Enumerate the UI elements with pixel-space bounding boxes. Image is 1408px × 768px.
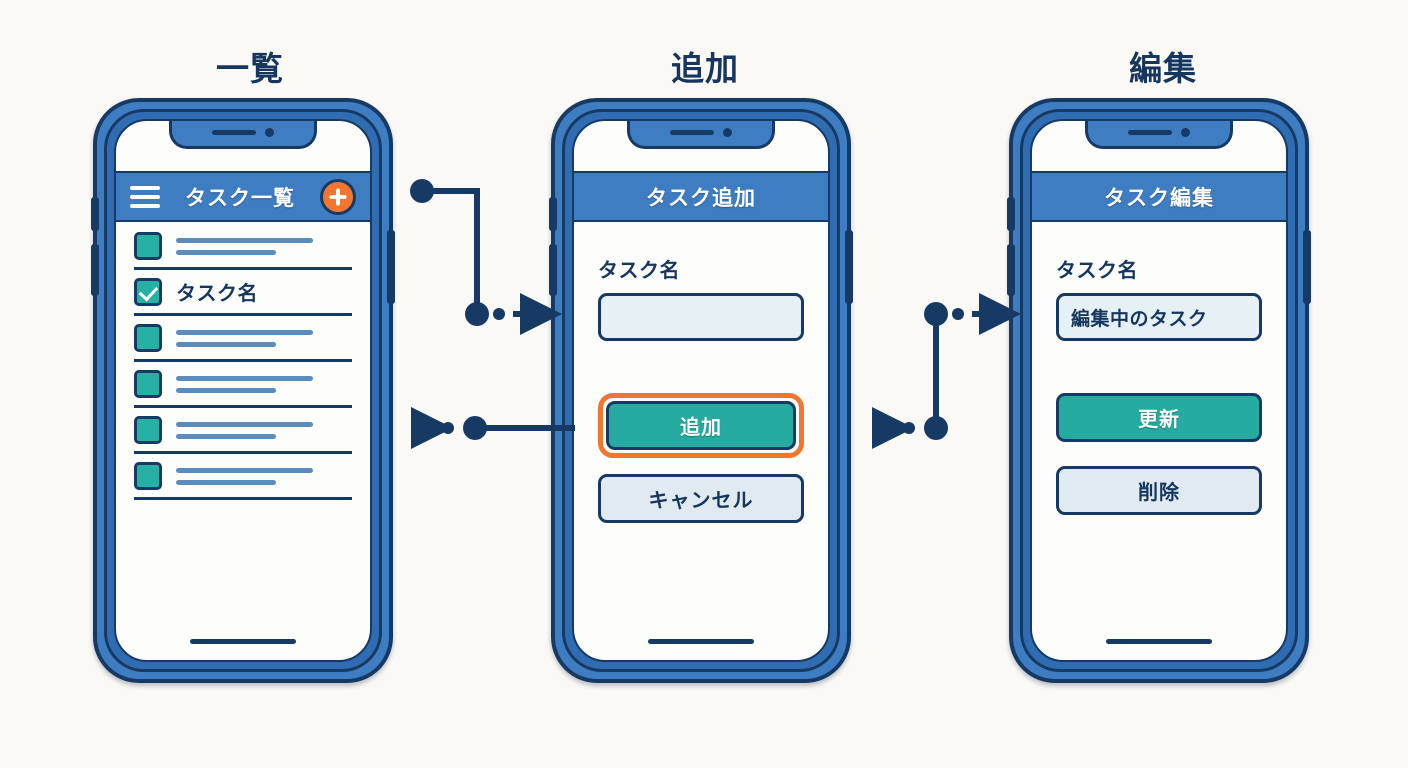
screen-title-add: 追加 (671, 49, 739, 88)
task-placeholder-lines (176, 236, 352, 255)
task-placeholder-lines (176, 466, 352, 485)
placeholder-line (176, 342, 277, 347)
front-camera-icon (265, 128, 274, 137)
edit-task-form: タスク名 編集中のタスク 更新 削除 (1032, 224, 1286, 515)
front-camera-icon (723, 128, 732, 137)
earpiece-speaker (670, 130, 714, 135)
task-checkbox[interactable] (134, 461, 162, 490)
add-task-button[interactable] (320, 178, 356, 215)
task-placeholder-lines (176, 420, 352, 439)
power-button[interactable] (387, 230, 395, 304)
placeholder-line (176, 250, 277, 255)
connector-edit-bridge (872, 293, 1021, 449)
connector-list-to-add (410, 179, 562, 335)
phone-mockup-list: タスク一覧 タスク名 (91, 98, 395, 683)
task-checkbox[interactable] (134, 323, 162, 352)
appbar-list: タスク一覧 (116, 171, 370, 222)
placeholder-line (176, 468, 314, 473)
placeholder-line (176, 238, 314, 243)
front-camera-icon (1181, 128, 1190, 137)
task-list: タスク名 (116, 224, 370, 500)
phone-screen-list: タスク一覧 タスク名 (114, 119, 372, 662)
task-name-input[interactable] (598, 293, 804, 341)
task-row[interactable] (134, 454, 352, 500)
task-row[interactable] (134, 408, 352, 454)
task-name-label: タスク名 (598, 258, 680, 282)
screen-title-edit: 編集 (1129, 49, 1197, 88)
task-placeholder-lines (176, 374, 352, 393)
earpiece-speaker (1128, 130, 1172, 135)
home-indicator (1106, 639, 1212, 644)
power-button[interactable] (845, 230, 853, 304)
task-row[interactable] (134, 316, 352, 362)
phone-screen-edit: タスク編集 タスク名 編集中のタスク 更新 削除 (1030, 119, 1288, 662)
task-row[interactable] (134, 362, 352, 408)
update-button[interactable]: 更新 (1056, 393, 1262, 442)
phone-bezel: タスク一覧 タスク名 (104, 109, 382, 672)
phone-screen-add: タスク追加 タスク名 追加 キャンセル (572, 119, 830, 662)
volume-down-button[interactable] (91, 244, 99, 296)
phone-mockup-edit: タスク編集 タスク名 編集中のタスク 更新 削除 (1007, 98, 1311, 683)
add-task-form: タスク名 追加 キャンセル (574, 224, 828, 523)
volume-up-button[interactable] (549, 197, 557, 231)
placeholder-line (176, 330, 314, 335)
cancel-button[interactable]: キャンセル (598, 474, 804, 523)
appbar-add: タスク追加 (574, 171, 828, 222)
phone-bezel: タスク追加 タスク名 追加 キャンセル (562, 109, 840, 672)
volume-up-button[interactable] (1007, 197, 1015, 231)
volume-down-button[interactable] (1007, 244, 1015, 296)
task-name-label: タスク名 (1056, 258, 1138, 282)
placeholder-line (176, 480, 277, 485)
task-checkbox[interactable] (134, 369, 162, 398)
appbar-edit: タスク編集 (1032, 171, 1286, 222)
task-row[interactable]: タスク名 (134, 270, 352, 316)
phone-bezel: タスク編集 タスク名 編集中のタスク 更新 削除 (1020, 109, 1298, 672)
task-name-input[interactable]: 編集中のタスク (1056, 293, 1262, 341)
earpiece-speaker (212, 130, 256, 135)
home-indicator (648, 639, 754, 644)
phone-notch (1085, 121, 1233, 149)
placeholder-line (176, 376, 314, 381)
home-indicator (190, 639, 296, 644)
volume-up-button[interactable] (91, 197, 99, 231)
primary-button-focus-ring: 追加 (598, 393, 804, 458)
task-checkbox[interactable] (134, 231, 162, 260)
phone-notch (627, 121, 775, 149)
placeholder-line (176, 388, 277, 393)
task-row[interactable] (134, 224, 352, 270)
placeholder-line (176, 422, 314, 427)
hamburger-icon[interactable] (130, 185, 160, 208)
task-placeholder-lines (176, 328, 352, 347)
add-submit-button[interactable]: 追加 (606, 401, 796, 450)
appbar-title-edit: タスク編集 (1104, 185, 1214, 210)
placeholder-line (176, 434, 277, 439)
volume-down-button[interactable] (549, 244, 557, 296)
phone-notch (169, 121, 317, 149)
task-row-label: タスク名 (176, 281, 258, 305)
power-button[interactable] (1303, 230, 1311, 304)
task-checkbox-checked[interactable] (134, 277, 162, 306)
task-checkbox[interactable] (134, 415, 162, 444)
delete-button[interactable]: 削除 (1056, 466, 1262, 515)
appbar-title-add: タスク追加 (646, 185, 756, 210)
phone-mockup-add: タスク追加 タスク名 追加 キャンセル (549, 98, 853, 683)
appbar-title-list: タスク一覧 (185, 185, 295, 210)
screen-title-list: 一覧 (216, 49, 284, 88)
